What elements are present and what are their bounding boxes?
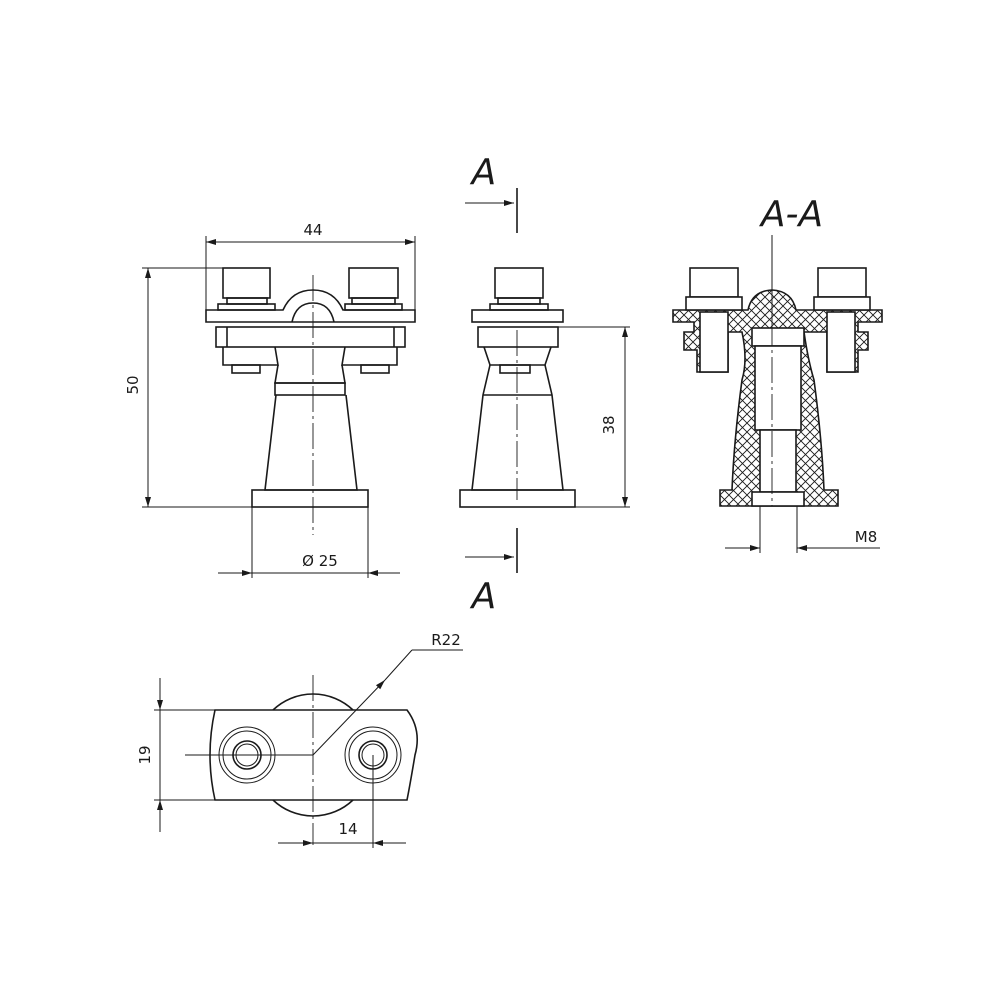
- section-marker-bottom: A: [470, 576, 497, 617]
- right-nut: [348, 267, 399, 299]
- front-view: 44 50 Ø 25: [124, 221, 416, 578]
- clamp-plate: [205, 289, 416, 323]
- top-view: R22 19 14: [136, 631, 463, 848]
- dim-r22: R22: [431, 631, 461, 649]
- plate-outline: [209, 709, 418, 801]
- lower-plate: [215, 326, 406, 348]
- dim-50: 50: [124, 375, 142, 394]
- dim-44: 44: [303, 221, 322, 239]
- dim-38: 38: [600, 415, 618, 434]
- section-marker-top: A: [470, 152, 497, 193]
- column: [264, 394, 358, 491]
- dim-14: 14: [338, 820, 357, 838]
- side-view: 38 A A: [459, 152, 630, 617]
- dim-19: 19: [136, 745, 154, 764]
- left-nut: [222, 267, 271, 299]
- dim-diameter-25: Ø 25: [302, 552, 338, 570]
- base: [251, 489, 369, 508]
- section-view: A-A M8: [672, 194, 883, 553]
- dim-m8: M8: [855, 528, 878, 546]
- section-title: A-A: [759, 194, 823, 235]
